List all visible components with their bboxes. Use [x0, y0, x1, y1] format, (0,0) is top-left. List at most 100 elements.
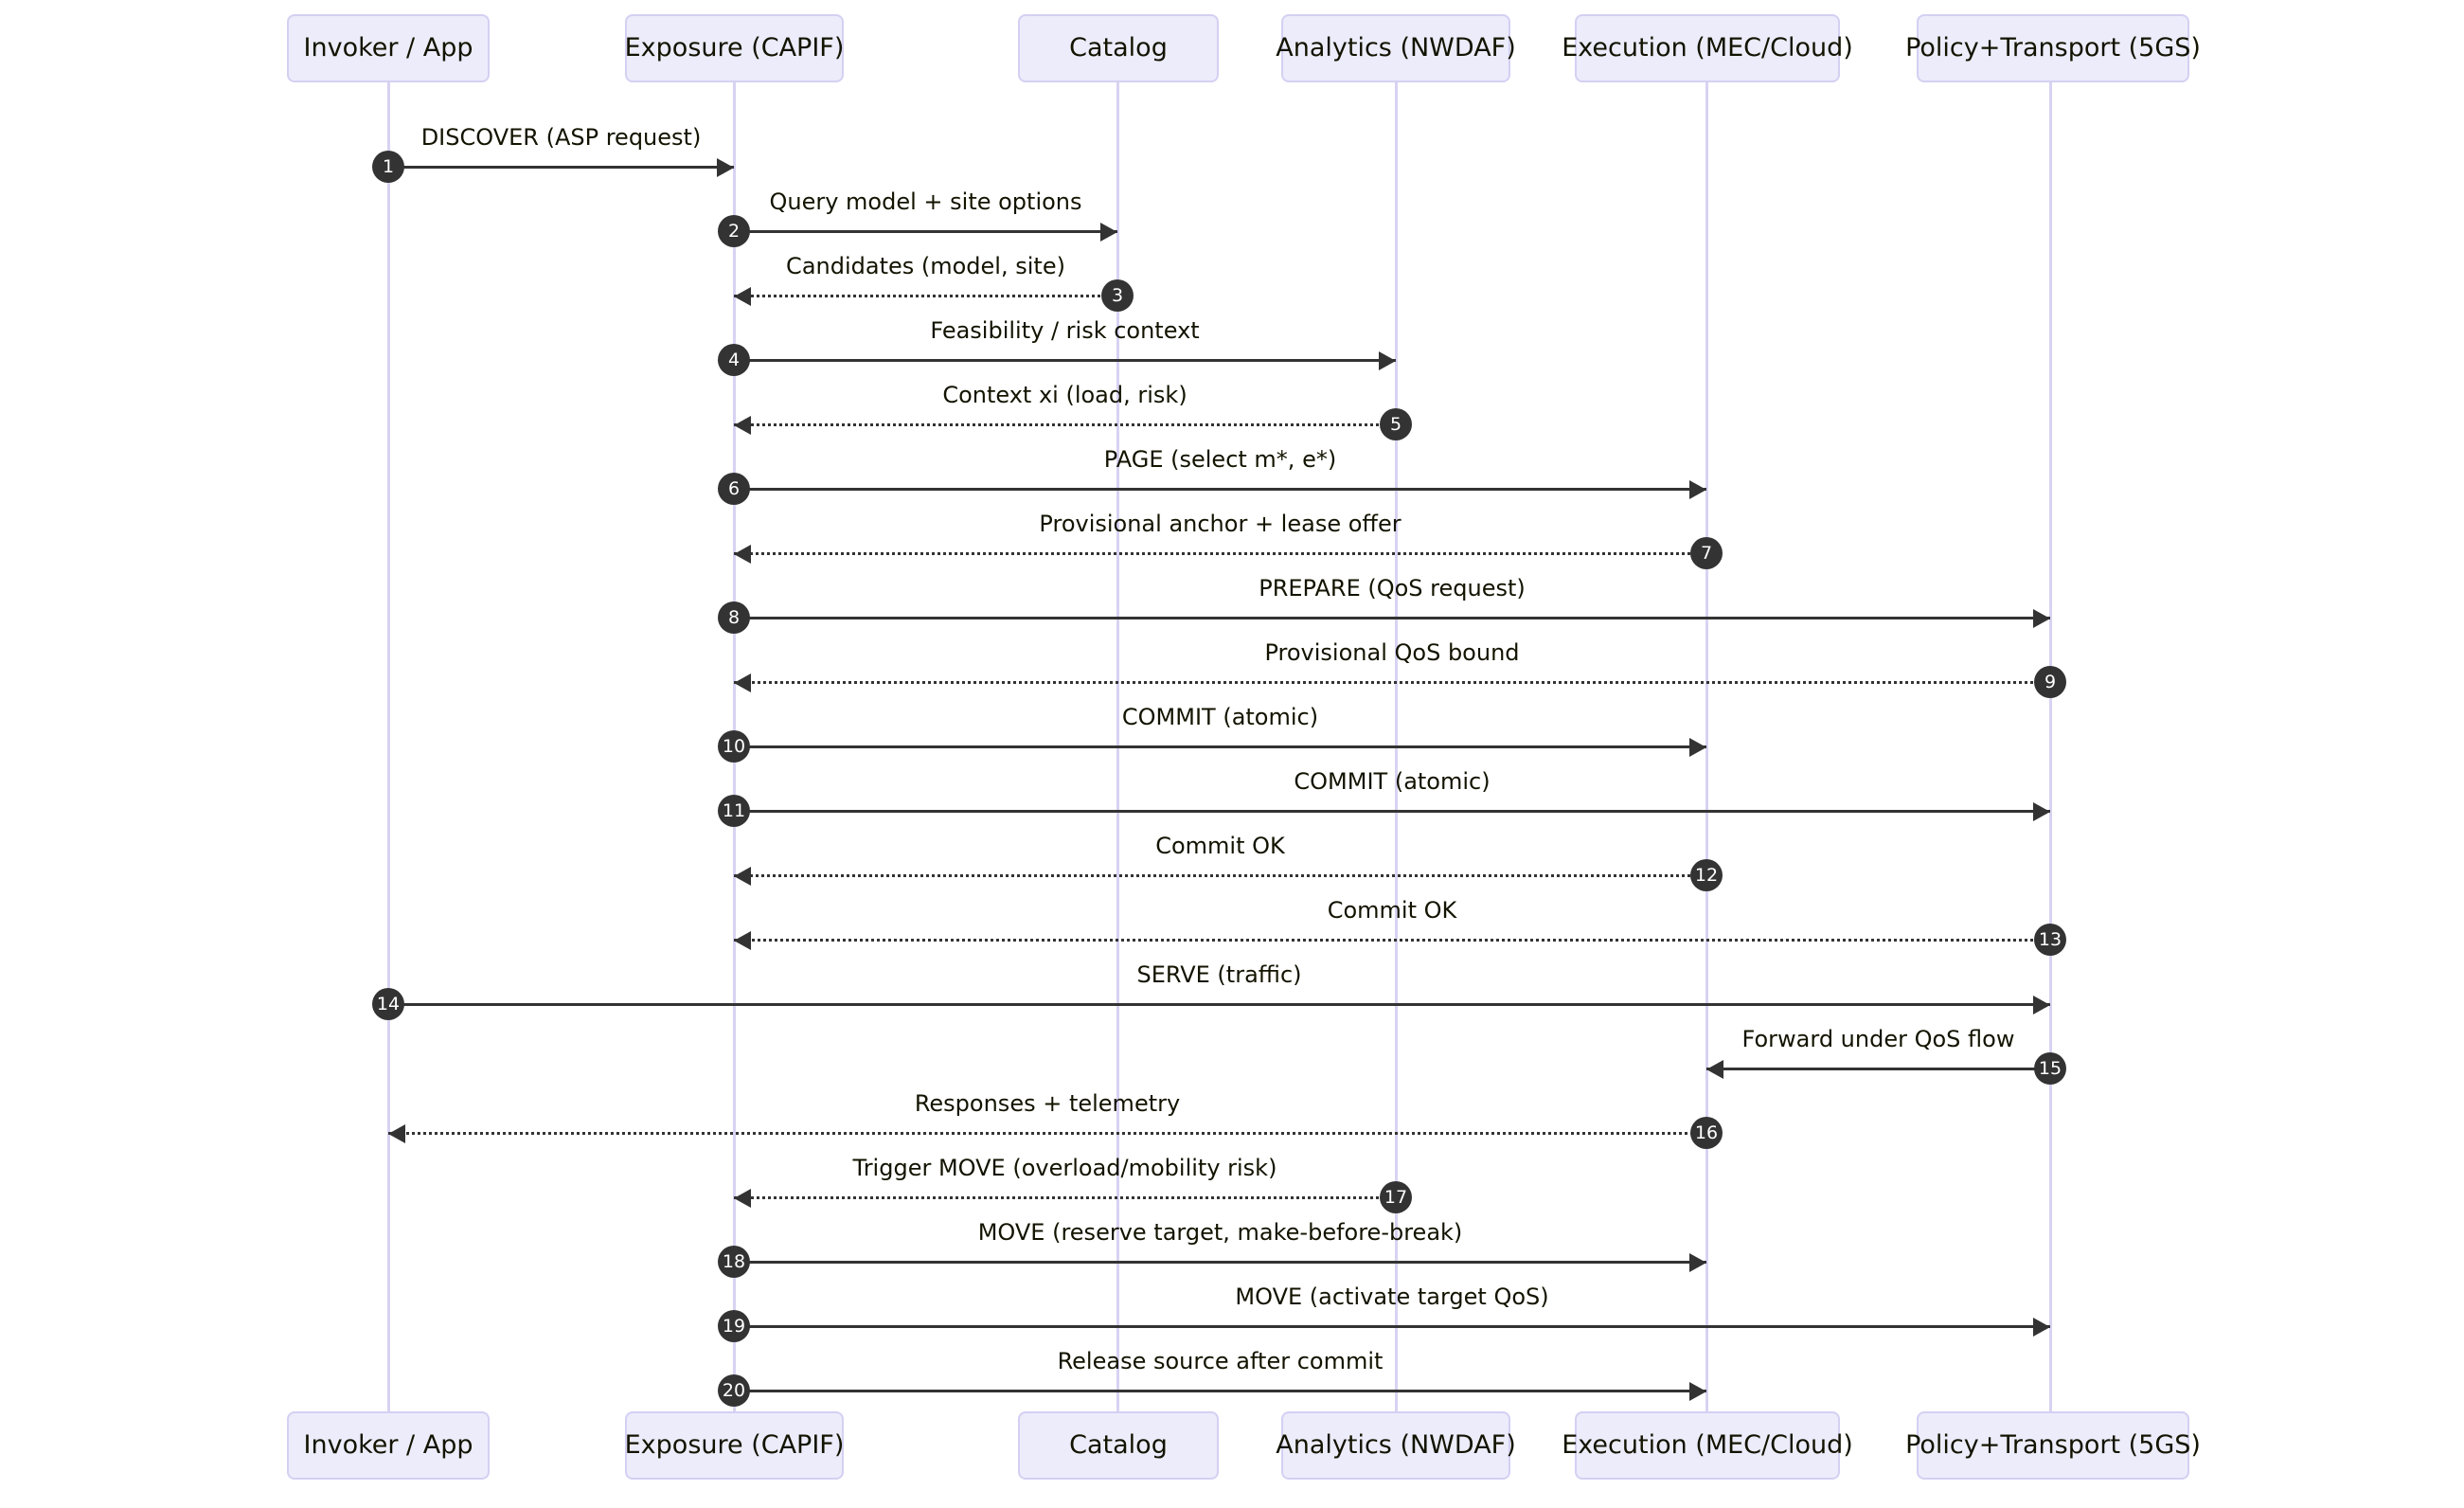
- participant-label: Policy+Transport (5GS): [1905, 33, 2201, 63]
- message-label-1: DISCOVER (ASP request): [420, 124, 702, 151]
- sequence-badge-19: 19: [718, 1310, 750, 1342]
- message-label-8: PREPARE (QoS request): [1259, 575, 1526, 601]
- message-line-1: [388, 166, 734, 169]
- message-line-13: [734, 939, 2050, 942]
- sequence-badge-18: 18: [718, 1246, 750, 1278]
- arrowhead-7: [734, 545, 751, 564]
- sequence-badge-13: 13: [2034, 924, 2066, 956]
- sequence-badge-3: 3: [1101, 279, 1134, 312]
- message-line-11: [734, 810, 2050, 813]
- participant-label: Exposure (CAPIF): [624, 33, 845, 63]
- arrowhead-9: [734, 673, 751, 692]
- participant-label: Invoker / App: [303, 33, 473, 63]
- lifeline-policy: [2049, 82, 2052, 1411]
- message-line-14: [388, 1003, 2050, 1006]
- sequence-badge-10: 10: [718, 730, 750, 763]
- arrowhead-2: [1100, 223, 1117, 242]
- participant-box-policy-bottom: Policy+Transport (5GS): [1905, 1411, 2201, 1480]
- participant-box-catalog-top: Catalog: [1018, 14, 1219, 82]
- participant-box-execution-bottom: Execution (MEC/Cloud): [1562, 1411, 1853, 1480]
- message-label-6: PAGE (select m*, e*): [1103, 446, 1337, 473]
- participant-label: Catalog: [1069, 1430, 1168, 1461]
- arrowhead-12: [734, 867, 751, 886]
- arrowhead-8: [2033, 609, 2050, 628]
- message-line-18: [734, 1261, 1706, 1264]
- sequence-badge-1: 1: [372, 151, 404, 183]
- message-label-11: COMMIT (atomic): [1294, 768, 1491, 795]
- arrowhead-15: [1706, 1060, 1723, 1079]
- message-line-7: [734, 552, 1706, 555]
- participant-label: Analytics (NWDAF): [1276, 33, 1516, 63]
- sequence-badge-11: 11: [718, 795, 750, 827]
- message-label-15: Forward under QoS flow: [1741, 1026, 2015, 1052]
- lifeline-invoker: [387, 82, 390, 1411]
- message-label-7: Provisional anchor + lease offer: [1039, 511, 1402, 537]
- arrowhead-19: [2033, 1318, 2050, 1337]
- message-line-10: [734, 745, 1706, 748]
- message-label-18: MOVE (reserve target, make-before-break): [977, 1219, 1463, 1246]
- message-line-19: [734, 1325, 2050, 1328]
- participant-label: Execution (MEC/Cloud): [1562, 1430, 1853, 1461]
- sequence-badge-7: 7: [1690, 537, 1723, 569]
- message-line-8: [734, 617, 2050, 619]
- message-label-2: Query model + site options: [769, 188, 1082, 215]
- sequence-badge-4: 4: [718, 344, 750, 376]
- message-label-5: Context xi (load, risk): [942, 382, 1187, 408]
- message-line-4: [734, 359, 1396, 362]
- message-label-4: Feasibility / risk context: [930, 317, 1200, 344]
- sequence-badge-15: 15: [2034, 1052, 2066, 1085]
- arrowhead-11: [2033, 802, 2050, 821]
- participant-box-analytics-top: Analytics (NWDAF): [1276, 14, 1516, 82]
- message-label-16: Responses + telemetry: [914, 1090, 1181, 1117]
- sequence-badge-5: 5: [1380, 408, 1412, 440]
- sequence-badge-12: 12: [1690, 859, 1723, 891]
- message-line-12: [734, 874, 1706, 877]
- sequence-badge-6: 6: [718, 473, 750, 505]
- message-label-9: Provisional QoS bound: [1264, 639, 1520, 666]
- message-line-16: [388, 1132, 1706, 1135]
- lifeline-execution: [1705, 82, 1708, 1411]
- message-label-14: SERVE (traffic): [1136, 961, 1302, 988]
- participant-box-invoker-bottom: Invoker / App: [287, 1411, 490, 1480]
- sequence-badge-16: 16: [1690, 1117, 1723, 1149]
- arrowhead-10: [1689, 738, 1706, 757]
- message-label-3: Candidates (model, site): [786, 253, 1065, 279]
- sequence-badge-9: 9: [2034, 666, 2066, 698]
- arrowhead-17: [734, 1189, 751, 1208]
- message-label-10: COMMIT (atomic): [1121, 704, 1319, 730]
- message-line-9: [734, 681, 2050, 684]
- participant-box-catalog-bottom: Catalog: [1018, 1411, 1219, 1480]
- message-line-2: [734, 230, 1117, 233]
- arrowhead-18: [1689, 1253, 1706, 1272]
- message-line-3: [734, 295, 1117, 297]
- sequence-badge-17: 17: [1380, 1181, 1412, 1213]
- participant-box-exposure-top: Exposure (CAPIF): [625, 14, 844, 82]
- arrowhead-6: [1689, 480, 1706, 499]
- message-label-20: Release source after commit: [1057, 1348, 1384, 1374]
- sequence-badge-20: 20: [718, 1374, 750, 1407]
- participant-box-execution-top: Execution (MEC/Cloud): [1562, 14, 1853, 82]
- participant-label: Execution (MEC/Cloud): [1562, 33, 1853, 63]
- arrowhead-3: [734, 287, 751, 306]
- participant-label: Policy+Transport (5GS): [1905, 1430, 2201, 1461]
- message-label-17: Trigger MOVE (overload/mobility risk): [852, 1155, 1277, 1181]
- message-line-15: [1706, 1068, 2050, 1070]
- message-label-12: Commit OK: [1155, 833, 1285, 859]
- arrowhead-13: [734, 931, 751, 950]
- participant-box-exposure-bottom: Exposure (CAPIF): [625, 1411, 844, 1480]
- message-label-19: MOVE (activate target QoS): [1235, 1284, 1549, 1310]
- participant-label: Exposure (CAPIF): [624, 1430, 845, 1461]
- sequence-badge-2: 2: [718, 215, 750, 247]
- participant-box-analytics-bottom: Analytics (NWDAF): [1276, 1411, 1516, 1480]
- participant-label: Invoker / App: [303, 1430, 473, 1461]
- arrowhead-20: [1689, 1382, 1706, 1401]
- participant-label: Analytics (NWDAF): [1276, 1430, 1516, 1461]
- sequence-badge-14: 14: [372, 988, 404, 1020]
- participant-box-policy-top: Policy+Transport (5GS): [1905, 14, 2201, 82]
- message-line-5: [734, 423, 1396, 426]
- message-line-20: [734, 1390, 1706, 1392]
- arrowhead-16: [388, 1124, 405, 1143]
- arrowhead-4: [1379, 351, 1396, 370]
- message-line-17: [734, 1196, 1396, 1199]
